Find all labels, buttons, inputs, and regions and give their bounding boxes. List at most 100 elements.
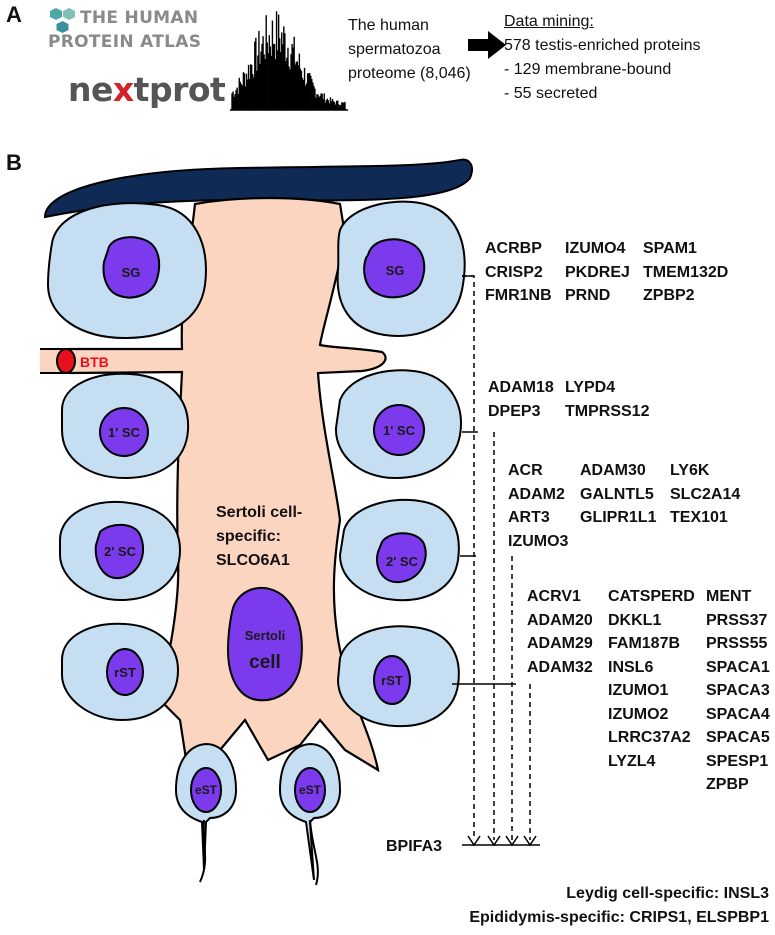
protein: SPAM1 bbox=[643, 240, 697, 257]
data-mining-title: Data mining: bbox=[504, 13, 594, 30]
protein: ZPBP bbox=[706, 776, 749, 793]
protein: GALNTL5 bbox=[580, 485, 654, 503]
rst-proteins-col-3: MENT PRSS37 PRSS55 SPACA1 SPACA3 SPACA4 … bbox=[706, 585, 770, 797]
protein: IZUMO3 bbox=[508, 532, 569, 550]
nucleus-right-1sc bbox=[373, 404, 425, 456]
protein: ADAM32 bbox=[527, 658, 593, 676]
label-sertoli-line2: cell bbox=[249, 652, 281, 673]
nucleus-right-2sc bbox=[376, 532, 427, 584]
rst-proteins-col-2: CATSPERD DKKL1 FAM187B INSL6 IZUMO1 IZUM… bbox=[608, 585, 695, 773]
nucleus-left-est bbox=[190, 767, 222, 813]
protein: ADAM30 bbox=[580, 462, 646, 479]
protein: SPACA5 bbox=[706, 729, 770, 746]
protein: FMR1NB bbox=[485, 287, 552, 304]
protein: CATSPERD bbox=[608, 588, 695, 605]
protein: IZUMO4 bbox=[565, 240, 626, 257]
hpa-logo-icon bbox=[50, 8, 75, 33]
hpa-logo-line1: THE HUMAN bbox=[80, 8, 199, 28]
nextprot-logo: nextprot bbox=[68, 70, 226, 109]
nucleus-left-rst bbox=[106, 648, 144, 696]
epididymis-specific: Epididymis-specific: CRIPS1, ELSPBP1 bbox=[469, 909, 769, 926]
sg-proteins-col-1: ACRBP CRISP2 FMR1NB bbox=[485, 237, 552, 308]
data-mining-line-3: - 55 secreted bbox=[504, 85, 598, 102]
protein: ACRBP bbox=[485, 240, 542, 257]
label-right-2sc: 2' SC bbox=[386, 554, 419, 569]
protein: TMEM132D bbox=[643, 263, 729, 281]
right-arrow-icon bbox=[468, 31, 506, 59]
protein: ACRV1 bbox=[527, 588, 581, 605]
protein: SLC2A14 bbox=[670, 485, 741, 503]
label-right-est: eST bbox=[299, 783, 322, 797]
sc2-proteins-col-3: LY6K SLC2A14 TEX101 bbox=[670, 459, 740, 530]
protein: IZUMO2 bbox=[608, 705, 669, 723]
label-left-2sc: 2' SC bbox=[104, 544, 137, 559]
proteome-text: The human spermatozoa proteome (8,046) bbox=[348, 14, 471, 86]
protein: PRSS37 bbox=[706, 611, 768, 629]
label-left-1sc: 1' SC bbox=[108, 425, 141, 440]
protein: LY6K bbox=[670, 462, 710, 479]
label-right-rst: rST bbox=[381, 673, 403, 688]
btb-cap bbox=[56, 348, 76, 374]
nucleus-left-2sc bbox=[94, 523, 145, 580]
protein: GLIPR1L1 bbox=[580, 509, 657, 526]
protein: LYZL4 bbox=[608, 752, 656, 770]
sertoli-cell-body bbox=[68, 196, 387, 788]
proteome-line-2: spermatozoa bbox=[348, 41, 441, 58]
protein: ZPBP2 bbox=[643, 287, 695, 304]
sc1-proteins-col-1: ADAM18 DPEP3 bbox=[488, 376, 554, 423]
protein: ACR bbox=[508, 462, 543, 479]
panel-a-letter: A bbox=[6, 2, 22, 27]
sertoli-specific-line-1: Sertoli cell- bbox=[216, 504, 303, 521]
proteome-line-3: proteome (8,046) bbox=[348, 65, 471, 82]
label-left-rst: rST bbox=[114, 665, 136, 680]
data-mining-line-1: 578 testis-enriched proteins bbox=[504, 37, 701, 54]
sg-proteins-col-3: SPAM1 TMEM132D ZPBP2 bbox=[643, 237, 728, 308]
leydig-specific: Leydig cell-specific: INSL3 bbox=[566, 885, 769, 902]
bpifa3-label: BPIFA3 bbox=[386, 838, 443, 855]
proteome-line-1: The human bbox=[348, 17, 429, 34]
protein: ADAM18 bbox=[488, 379, 554, 396]
sertoli-specific-text: Sertoli cell- specific: SLCO6A1 bbox=[216, 501, 302, 573]
est-tail-right bbox=[309, 819, 319, 886]
protein: DKKL1 bbox=[608, 611, 662, 629]
protein: SPACA4 bbox=[706, 705, 770, 723]
label-left-sg: SG bbox=[122, 265, 141, 280]
nucleus-left-sg bbox=[102, 236, 161, 299]
est-tail-left bbox=[199, 819, 207, 883]
sertoli-specific-line-3: SLCO6A1 bbox=[216, 552, 290, 569]
protein: PKDREJ bbox=[565, 263, 630, 281]
btb-label: BTB bbox=[80, 354, 109, 370]
basement-membrane bbox=[43, 158, 473, 219]
protein: ART3 bbox=[508, 509, 550, 526]
protein: ADAM29 bbox=[527, 635, 593, 652]
panel-b-letter: B bbox=[6, 150, 22, 175]
nucleus-right-rst bbox=[373, 655, 411, 705]
protein: ADAM2 bbox=[508, 485, 565, 503]
protein: ADAM20 bbox=[527, 611, 593, 629]
proteome-spectrum bbox=[230, 11, 348, 111]
hpa-logo-text: THE HUMAN PROTEIN ATLAS bbox=[48, 6, 201, 54]
protein: TEX101 bbox=[670, 509, 728, 526]
protein: DPEP3 bbox=[488, 402, 541, 420]
protein: SPACA1 bbox=[706, 658, 770, 676]
sc1-proteins-col-2: LYPD4 TMPRSS12 bbox=[565, 376, 649, 423]
label-right-sg: SG bbox=[386, 263, 405, 278]
data-mining-line-2: - 129 membrane-bound bbox=[504, 61, 672, 78]
hpa-logo-line2: PROTEIN ATLAS bbox=[48, 32, 202, 52]
nucleus-left-1sc bbox=[99, 407, 149, 457]
label-left-est: eST bbox=[195, 783, 218, 797]
label-sertoli-line1: Sertoli bbox=[245, 628, 285, 643]
sertoli-specific-line-2: specific: bbox=[216, 528, 281, 545]
sertoli-nucleus bbox=[226, 586, 303, 702]
data-mining-box: Data mining: 578 testis-enriched protein… bbox=[504, 10, 701, 106]
protein: SPACA3 bbox=[706, 682, 770, 699]
protein: CRISP2 bbox=[485, 263, 543, 281]
protein: LRRC37A2 bbox=[608, 729, 691, 746]
protein: PRND bbox=[565, 287, 611, 304]
rst-proteins-col-1: ACRV1 ADAM20 ADAM29 ADAM32 bbox=[527, 585, 593, 679]
nextprot-x-glyph: x bbox=[112, 70, 134, 109]
protein: SPESP1 bbox=[706, 752, 769, 770]
protein: FAM187B bbox=[608, 635, 681, 652]
protein: TMPRSS12 bbox=[565, 402, 650, 420]
